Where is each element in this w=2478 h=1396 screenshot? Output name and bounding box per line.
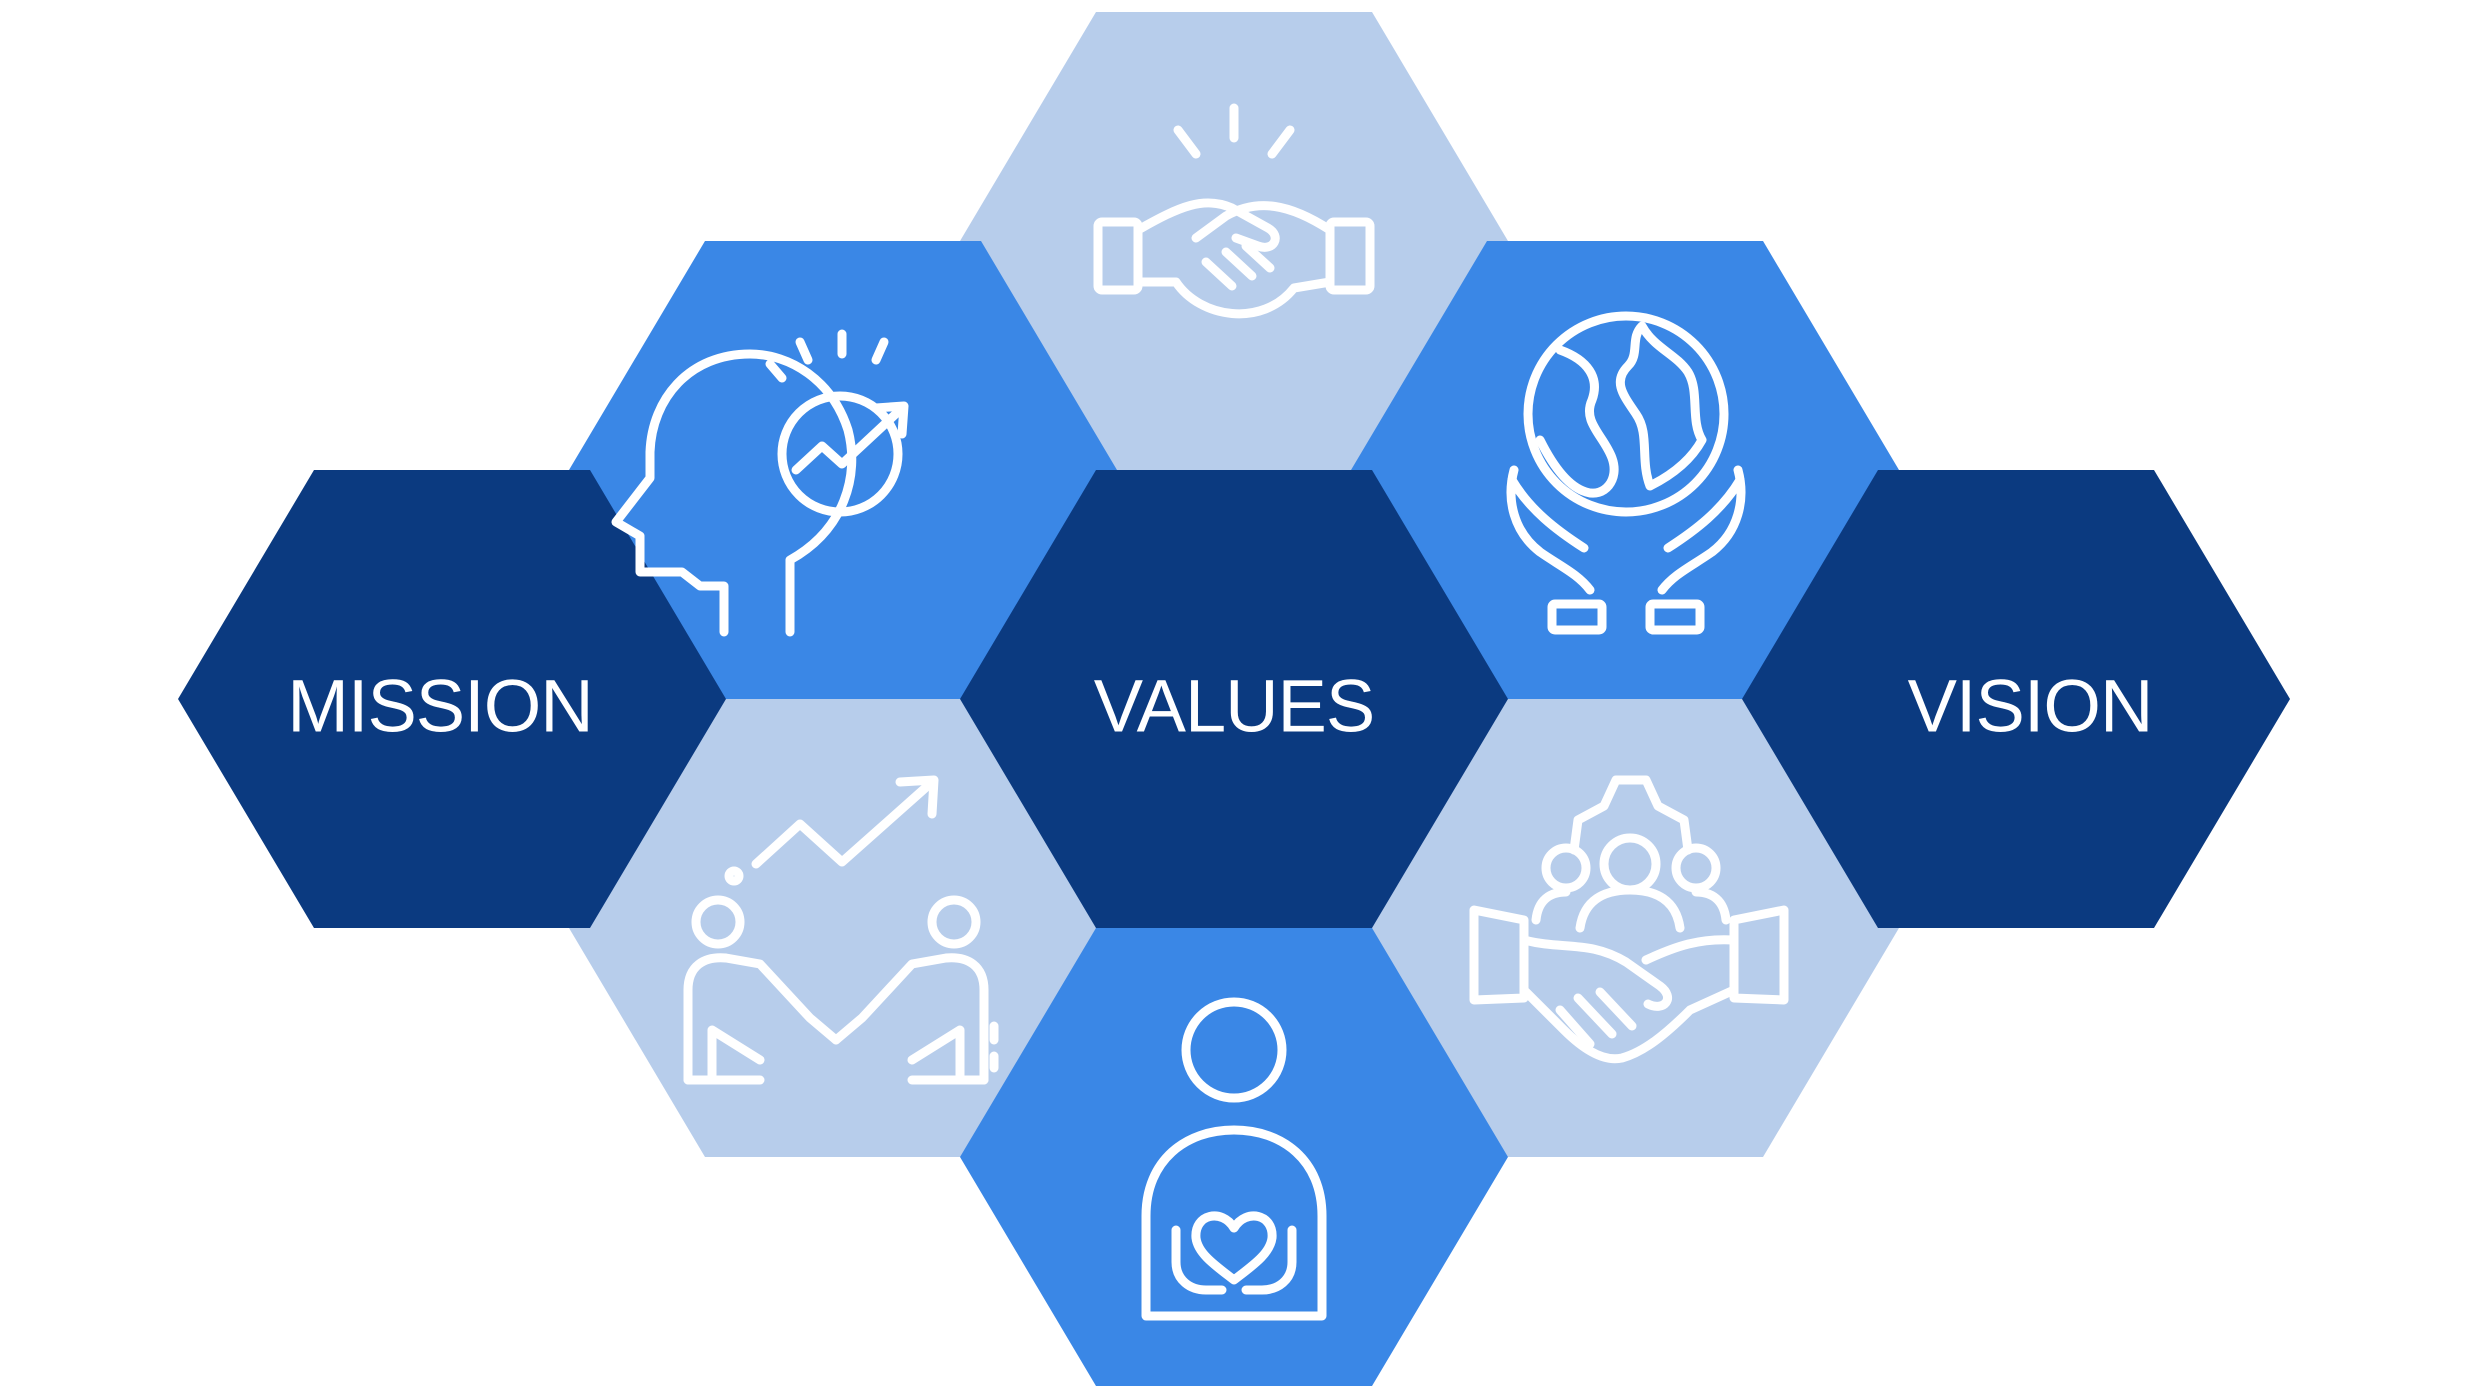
mission-label: MISSION [287, 665, 592, 748]
values-label: VALUES [1094, 665, 1375, 748]
hex-care [960, 928, 1508, 1386]
globe-hands-icon [1506, 311, 1746, 635]
person-heart-icon [1141, 997, 1327, 1321]
hex-teamwork [1351, 699, 1899, 1157]
people-handshake-growth-icon [683, 775, 999, 1085]
vision-label: VISION [1908, 665, 2153, 748]
head-growth-icon [611, 329, 909, 637]
hex-vision [1742, 470, 2290, 928]
hex-global [1351, 241, 1899, 699]
team-gear-handshake-icon [1469, 775, 1789, 1064]
hex-values [960, 470, 1508, 928]
handshake-icon [1093, 103, 1375, 319]
hex-mission [178, 470, 726, 928]
